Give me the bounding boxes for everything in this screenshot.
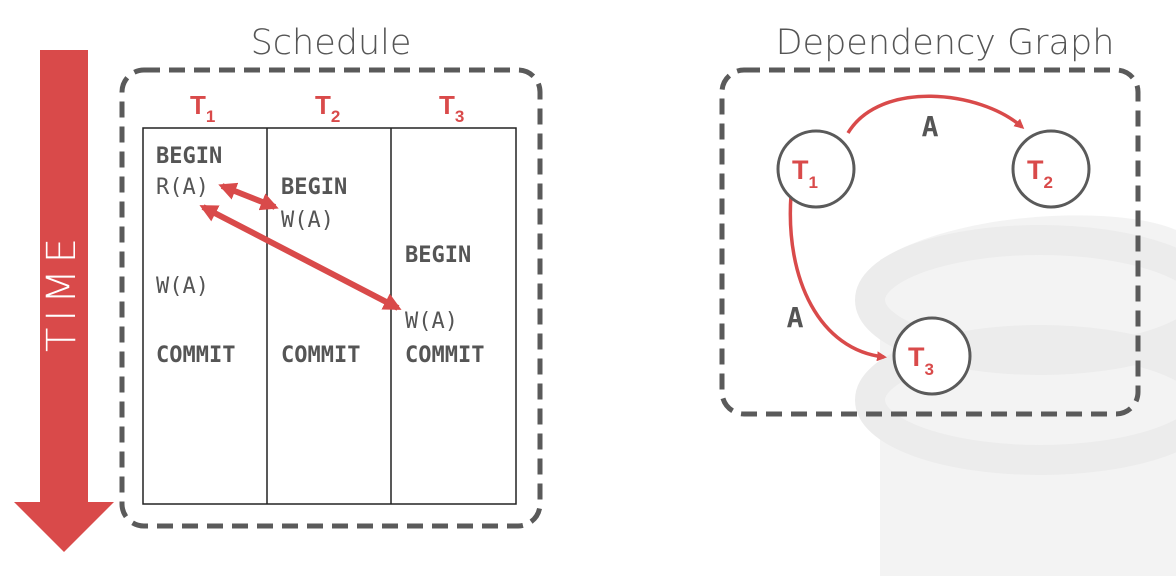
schedule-table xyxy=(142,127,517,505)
time-arrow-head xyxy=(14,502,114,552)
schedule-header-t1: T1 xyxy=(190,90,215,126)
t3-commit: COMMIT xyxy=(405,343,484,368)
t3-write-a: W(A) xyxy=(405,309,458,334)
edge-t1-t2 xyxy=(846,94,1025,134)
t2-commit: COMMIT xyxy=(281,343,360,368)
time-arrow: TIME xyxy=(14,50,114,552)
database-logo-watermark xyxy=(855,215,1176,576)
schedule-dashed-border xyxy=(119,67,543,529)
graph-node-t1: T1 xyxy=(776,129,856,209)
t1-begin: BEGIN xyxy=(156,144,222,169)
t2-write-a: W(A) xyxy=(281,208,334,233)
edge-t1-t3-label: A xyxy=(787,301,804,334)
conflict-arrow-t1-t2 xyxy=(218,182,279,211)
edge-t1-t2-label: A xyxy=(922,110,939,143)
t1-write-a: W(A) xyxy=(156,274,209,299)
t2-begin: BEGIN xyxy=(281,175,347,200)
time-label: TIME xyxy=(39,232,85,352)
svg-text:T1: T1 xyxy=(792,155,818,192)
svg-text:T3: T3 xyxy=(908,342,934,379)
edge-t1-t3 xyxy=(788,194,887,362)
schedule-header-t3: T3 xyxy=(439,90,464,126)
graph-node-t3: T3 xyxy=(892,316,972,396)
t1-read-a: R(A) xyxy=(156,175,209,200)
t3-begin: BEGIN xyxy=(405,243,471,268)
graph-node-t2: T2 xyxy=(1011,129,1091,209)
graph-dashed-border xyxy=(719,67,1141,417)
svg-text:T2: T2 xyxy=(1027,155,1053,192)
schedule-header-t2: T2 xyxy=(315,90,340,126)
schedule-title: Schedule xyxy=(251,23,412,63)
graph-title: Dependency Graph xyxy=(776,23,1115,63)
time-arrow-shaft xyxy=(40,50,88,502)
dependency-graph-panel: Dependency Graph A A T1 T2 T3 xyxy=(719,23,1141,417)
conflict-arrow-t1-t3 xyxy=(199,204,402,311)
t1-commit: COMMIT xyxy=(156,343,235,368)
schedule-panel: Schedule T1 T2 T3 BEGIN R(A) W(A) COMMIT… xyxy=(119,23,543,529)
